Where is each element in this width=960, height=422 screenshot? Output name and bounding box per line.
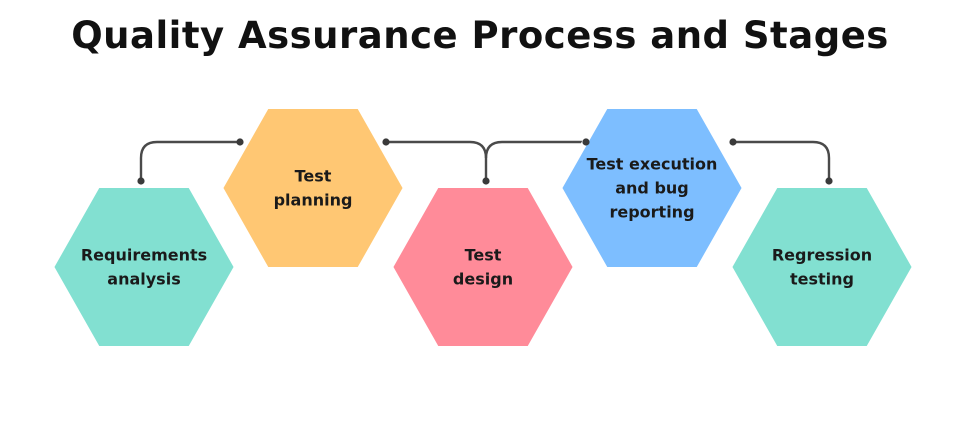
- stage-4: Test execution and bug reporting: [556, 103, 748, 273]
- stage-5: Regression testing: [726, 182, 918, 352]
- connector-dot: [236, 138, 244, 146]
- stage-hexagon: [387, 182, 579, 352]
- connector-dot: [729, 138, 737, 146]
- stage-hexagon: [48, 182, 240, 352]
- connector-dots: [137, 138, 833, 185]
- stage-label: design: [453, 270, 513, 289]
- stage-label: Test: [295, 167, 332, 186]
- diagram-title: Quality Assurance Process and Stages: [71, 14, 889, 57]
- stage-label: and bug: [615, 179, 689, 198]
- stage-3: Test design: [387, 182, 579, 352]
- connector-line: [733, 140, 831, 181]
- stage-label: testing: [790, 270, 854, 289]
- stage-hexagon: [217, 103, 409, 273]
- stage-hexagon: [726, 182, 918, 352]
- stage-1: Requirements analysis: [48, 182, 240, 352]
- connectors: [139, 140, 831, 181]
- stage-label: Test execution: [587, 155, 718, 174]
- connector-dot: [137, 177, 145, 185]
- stage-label: reporting: [609, 203, 694, 222]
- connector-dot: [482, 177, 490, 185]
- stage-label: planning: [274, 191, 353, 210]
- connector-dot: [382, 138, 390, 146]
- stage-label: Regression: [772, 246, 872, 265]
- stage-label: Test: [465, 246, 502, 265]
- connector-line: [484, 140, 586, 159]
- connector-line: [139, 140, 240, 181]
- stage-2: Test planning: [217, 103, 409, 273]
- stage-hexagon: [556, 103, 748, 273]
- stage-hexagons: RequirementsanalysisTestplanningTestdesi…: [48, 103, 918, 352]
- stage-label: Requirements: [81, 246, 207, 265]
- stage-label: analysis: [107, 270, 180, 289]
- connector-dot: [582, 138, 590, 146]
- connector-dot: [825, 177, 833, 185]
